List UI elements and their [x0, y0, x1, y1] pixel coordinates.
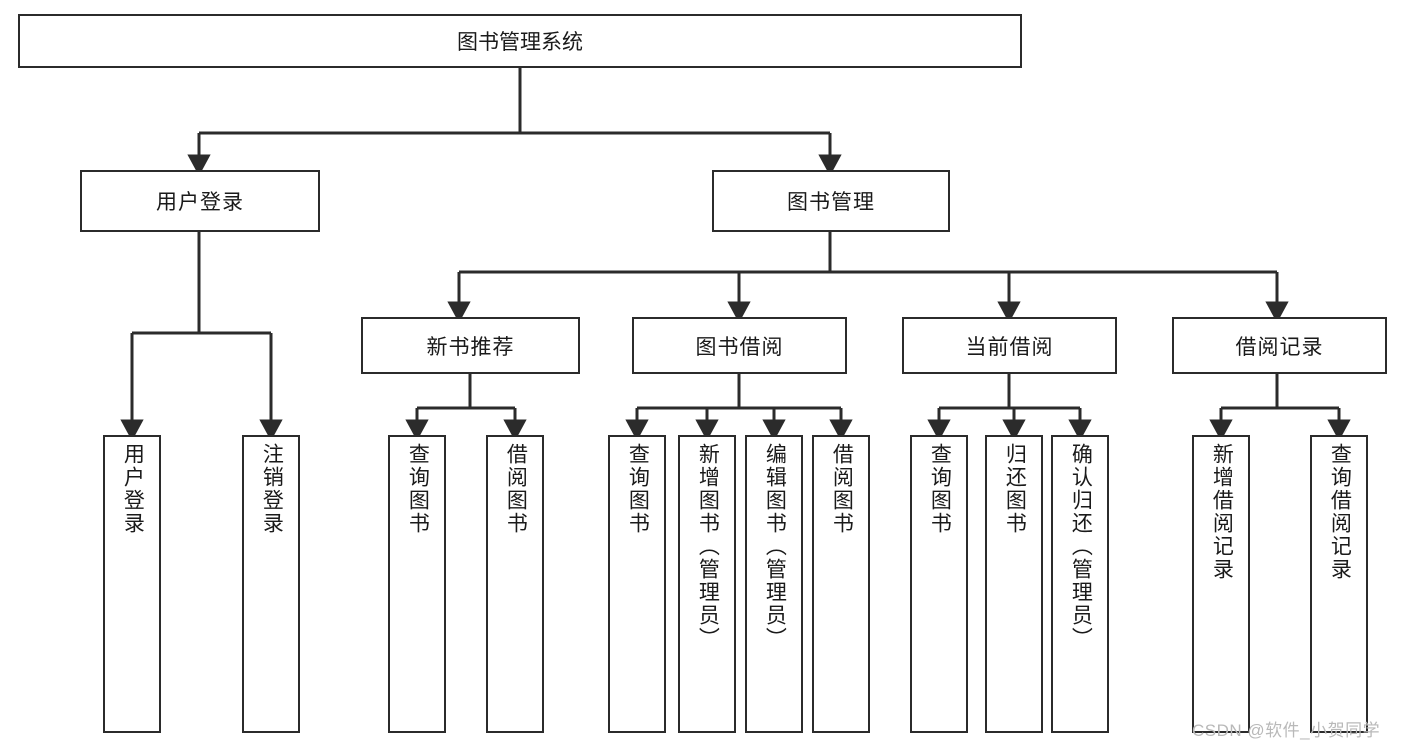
node-user-logout-action[interactable]: 注销登录 — [242, 435, 300, 733]
node-rec-add-record-label: 新增借阅记录 — [1210, 443, 1234, 581]
node-user-login-action[interactable]: 用户登录 — [103, 435, 161, 733]
node-new-book-rec[interactable]: 新书推荐 — [361, 317, 580, 374]
node-book-manage-label: 图书管理 — [787, 191, 875, 214]
node-cur-return-book-label: 归还图书 — [1003, 443, 1027, 535]
node-rec-query-book[interactable]: 查询图书 — [388, 435, 446, 733]
node-cur-confirm-return-label: 确认归还（管理员） — [1069, 443, 1093, 650]
node-borrow-query-book-label: 查询图书 — [626, 443, 650, 535]
node-book-borrow[interactable]: 图书借阅 — [632, 317, 847, 374]
node-root-system-label: 图书管理系统 — [457, 31, 583, 54]
node-cur-confirm-return[interactable]: 确认归还（管理员） — [1051, 435, 1109, 733]
node-new-book-rec-label: 新书推荐 — [426, 335, 515, 359]
node-borrow-query-book[interactable]: 查询图书 — [608, 435, 666, 733]
node-current-borrow[interactable]: 当前借阅 — [902, 317, 1117, 374]
node-rec-add-record[interactable]: 新增借阅记录 — [1192, 435, 1250, 733]
node-book-borrow-label: 图书借阅 — [695, 335, 784, 359]
node-current-borrow-label: 当前借阅 — [965, 335, 1054, 359]
watermark: CSDN @软件_小贺同学 — [1192, 721, 1381, 740]
node-borrow-lend-book[interactable]: 借阅图书 — [812, 435, 870, 733]
node-borrow-edit-book[interactable]: 编辑图书（管理员） — [745, 435, 803, 733]
node-rec-query-record[interactable]: 查询借阅记录 — [1310, 435, 1368, 733]
node-user-login[interactable]: 用户登录 — [80, 170, 320, 232]
node-root-system[interactable]: 图书管理系统 — [18, 14, 1022, 68]
node-borrow-add-book-label: 新增图书（管理员） — [696, 443, 720, 650]
node-book-manage[interactable]: 图书管理 — [712, 170, 950, 232]
node-borrow-record-label: 借阅记录 — [1235, 335, 1324, 359]
node-borrow-record[interactable]: 借阅记录 — [1172, 317, 1387, 374]
node-cur-query-book[interactable]: 查询图书 — [910, 435, 968, 733]
node-borrow-lend-book-label: 借阅图书 — [830, 443, 854, 535]
node-rec-borrow-book[interactable]: 借阅图书 — [486, 435, 544, 733]
node-rec-borrow-book-label: 借阅图书 — [504, 443, 528, 535]
node-cur-query-book-label: 查询图书 — [928, 443, 952, 535]
node-user-login-label: 用户登录 — [156, 191, 244, 214]
node-borrow-add-book[interactable]: 新增图书（管理员） — [678, 435, 736, 733]
node-rec-query-book-label: 查询图书 — [406, 443, 430, 535]
node-cur-return-book[interactable]: 归还图书 — [985, 435, 1043, 733]
node-user-logout-action-label: 注销登录 — [260, 443, 284, 535]
node-user-login-action-label: 用户登录 — [121, 443, 145, 535]
node-borrow-edit-book-label: 编辑图书（管理员） — [763, 443, 787, 650]
node-rec-query-record-label: 查询借阅记录 — [1328, 443, 1352, 581]
